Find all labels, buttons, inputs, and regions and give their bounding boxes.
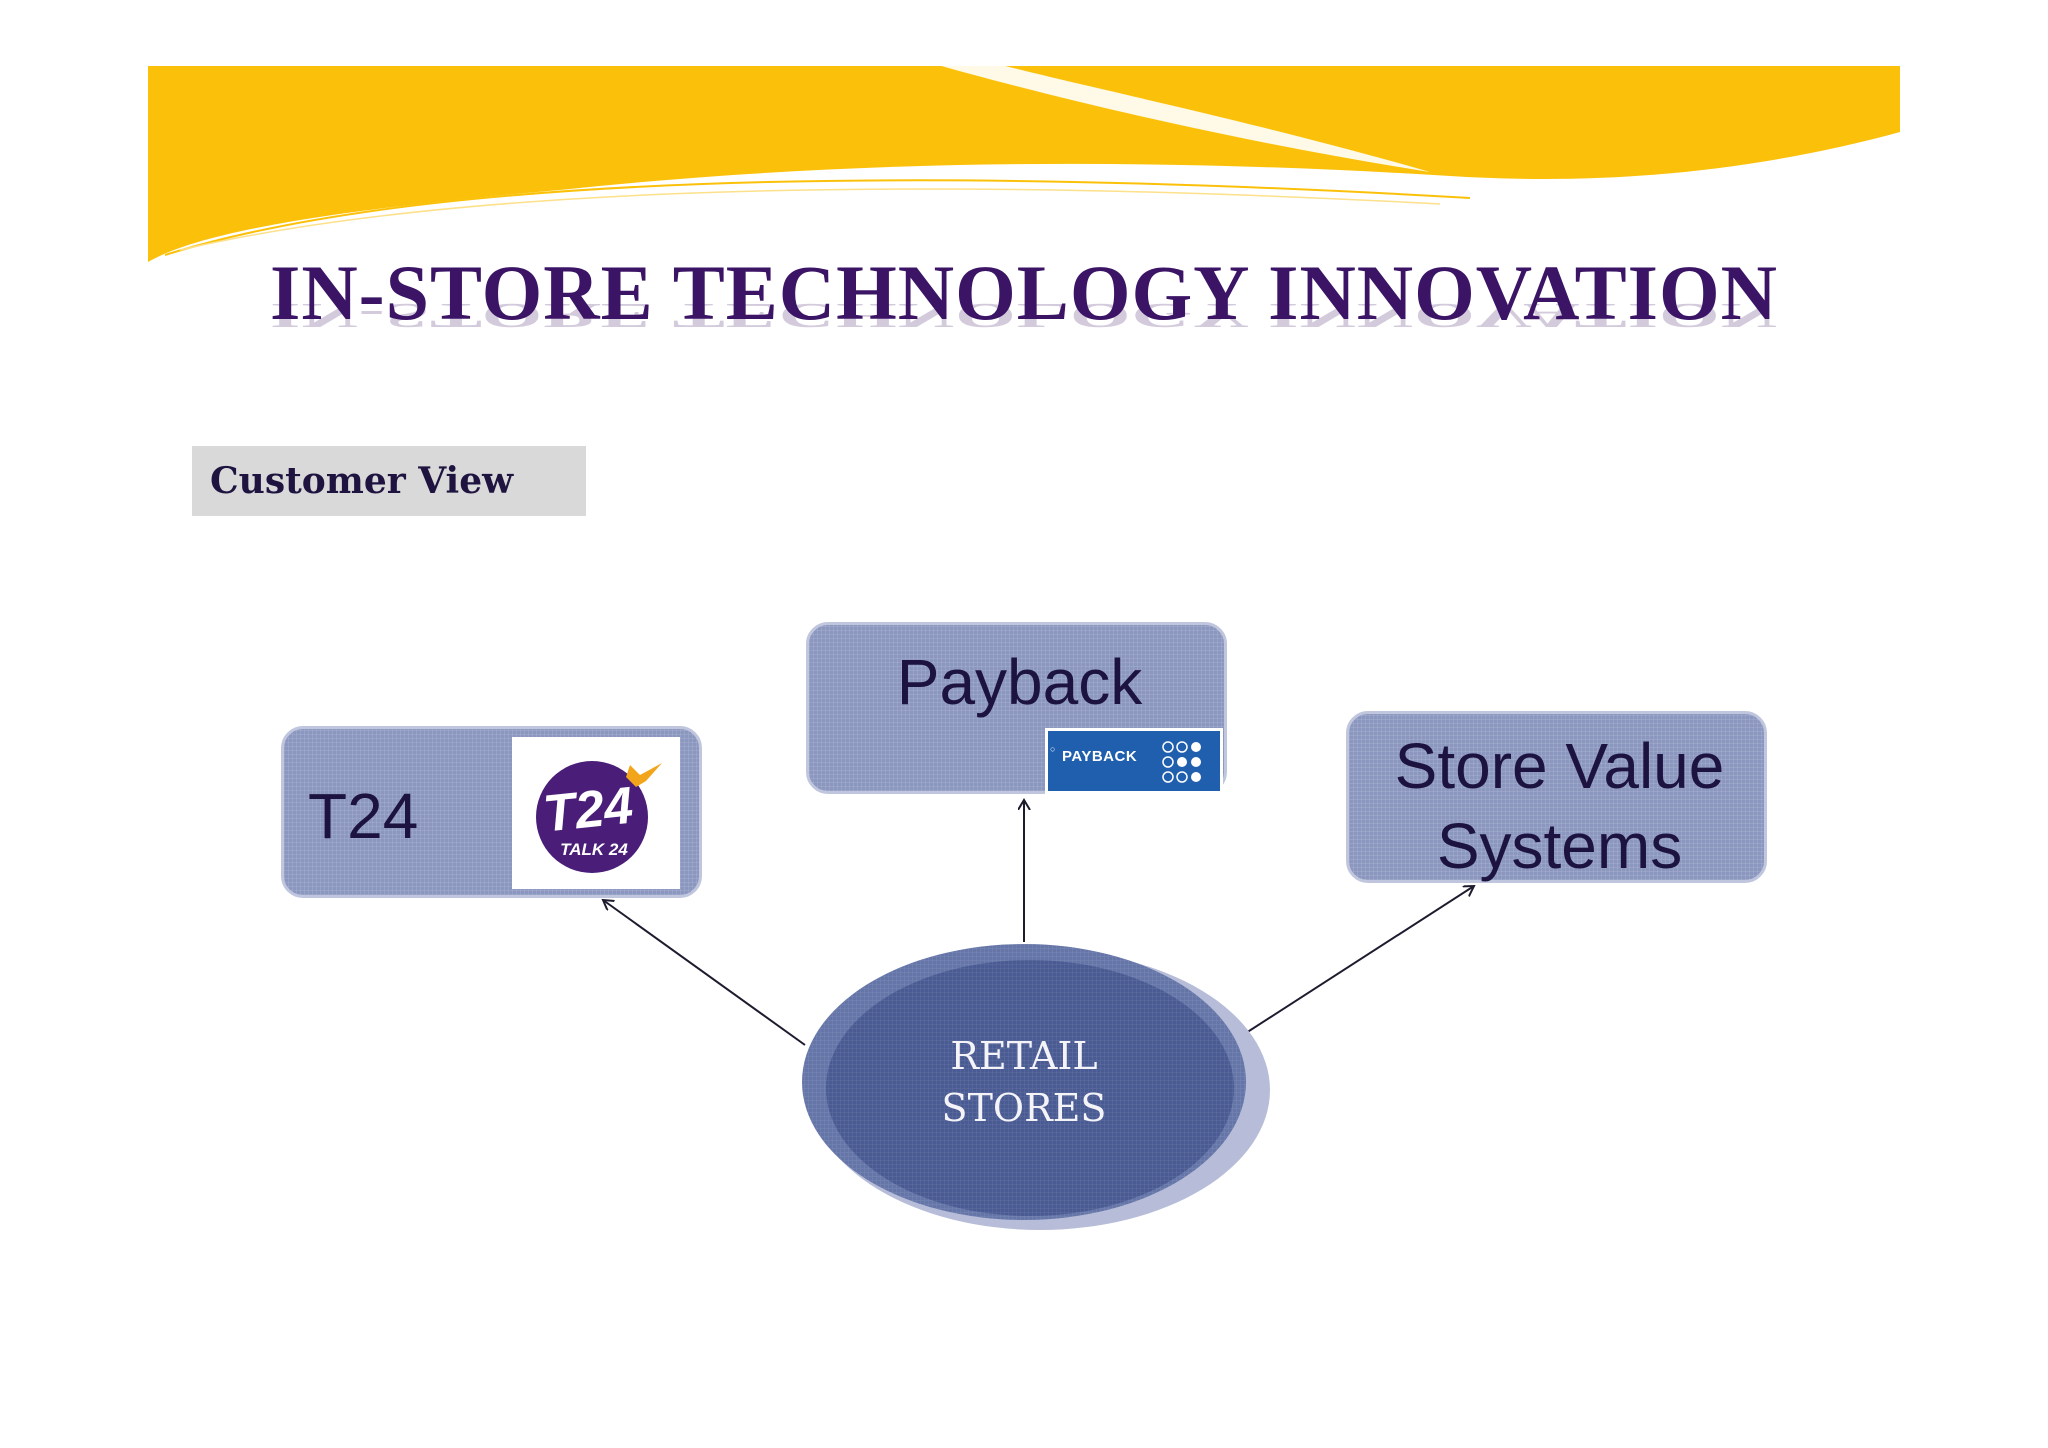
slide-title: IN-STORE TECHNOLOGY INNOVATION — [269, 249, 1778, 336]
header-highlight-wave — [920, 60, 1430, 172]
t24-node: T24 T24 TALK 24 — [281, 726, 702, 898]
retail-stores-label-line1: RETAIL — [950, 1034, 1098, 1078]
payback-logo-text: PAYBACK — [1062, 748, 1138, 765]
section-label: Customer View — [192, 446, 586, 516]
payback-dots-icon — [1162, 741, 1201, 783]
t24-bird-icon — [626, 763, 662, 787]
arrow-to-store-value-systems — [1231, 886, 1474, 1043]
store-value-systems-node: Store Value Systems — [1346, 711, 1767, 883]
payback-node-label: Payback — [896, 646, 1143, 718]
header-band — [148, 66, 1900, 262]
t24-talk24-logo-icon: T24 TALK 24 — [512, 737, 680, 889]
t24-logo-sub-text: TALK 24 — [560, 840, 628, 859]
retail-stores-label: RETAIL STORES — [924, 1030, 1124, 1134]
header-thin-line — [164, 179, 1471, 256]
header-swoosh — [148, 60, 1900, 262]
store-value-systems-label-line2: Systems — [1436, 810, 1683, 882]
store-value-systems-label: Store Value Systems — [1349, 726, 1770, 886]
payback-node: Payback ○ PAYBACK — [806, 622, 1227, 794]
payback-logo-icon: ○ PAYBACK — [1045, 728, 1223, 794]
payback-ring-icon: ○ — [1050, 744, 1056, 754]
t24-node-label: T24 — [308, 780, 419, 852]
arrow-to-t24 — [603, 900, 806, 1046]
retail-stores-label-line2: STORES — [941, 1086, 1107, 1130]
header-thin-line-2 — [179, 188, 1441, 251]
store-value-systems-label-line1: Store Value — [1394, 730, 1725, 802]
t24-logo-main-text: T24 — [541, 777, 636, 844]
